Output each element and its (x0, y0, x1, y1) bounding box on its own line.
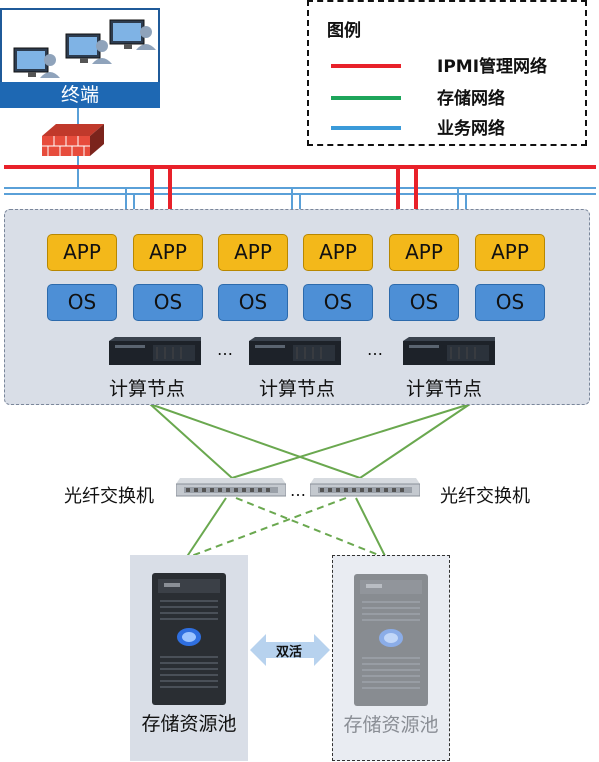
storage-pool-label: 存储资源池 (141, 713, 237, 735)
ellipsis: … (217, 340, 234, 359)
os-box: OS (47, 284, 117, 321)
server-icon (249, 337, 341, 365)
app-box: APP (475, 234, 545, 271)
workstations-icon (13, 19, 156, 78)
legend-title: 图例 (327, 21, 361, 41)
storage-pool-primary: 存储资源池 (130, 555, 248, 761)
ellipsis: … (367, 340, 384, 359)
terminal-label: 终端 (0, 82, 160, 108)
legend: 图例 IPMI管理网络 存储网络 业务网络 (307, 0, 587, 146)
firewall-icon (42, 124, 104, 156)
app-box: APP (303, 234, 373, 271)
legend-ipmi-label: IPMI管理网络 (437, 57, 548, 77)
app-box: APP (47, 234, 117, 271)
os-box: OS (218, 284, 288, 321)
storage-pool-label: 存储资源池 (343, 714, 439, 736)
legend-storage-label: 存储网络 (437, 89, 505, 109)
active-active-label: 双活 (276, 645, 303, 660)
storage-tower-icon (354, 574, 428, 706)
legend-business-label: 业务网络 (437, 119, 505, 139)
server-icon (109, 337, 201, 365)
legend-storage-line (331, 96, 401, 100)
legend-business-line (331, 126, 401, 130)
fiber-switch-icon (176, 478, 286, 497)
fiber-switch-icon (310, 478, 420, 497)
switch-label-left: 光纤交换机 (64, 486, 154, 507)
os-box: OS (475, 284, 545, 321)
os-box: OS (133, 284, 203, 321)
os-box: OS (303, 284, 373, 321)
legend-ipmi-line (331, 64, 401, 68)
switch-label-right: 光纤交换机 (440, 486, 530, 507)
compute-cluster: APP APP APP APP APP APP OS OS OS OS OS O… (4, 209, 590, 405)
app-box: APP (389, 234, 459, 271)
os-box: OS (389, 284, 459, 321)
storage-pool-secondary: 存储资源池 (332, 555, 450, 761)
compute-node-label: 计算节点 (259, 378, 336, 400)
switch-ellipsis: … (290, 481, 307, 500)
storage-tower-icon (152, 573, 226, 705)
app-box: APP (133, 234, 203, 271)
compute-node-label: 计算节点 (109, 378, 186, 400)
server-icon (403, 337, 495, 365)
double-arrow-icon (250, 634, 330, 666)
compute-node-label: 计算节点 (406, 378, 483, 400)
app-box: APP (218, 234, 288, 271)
